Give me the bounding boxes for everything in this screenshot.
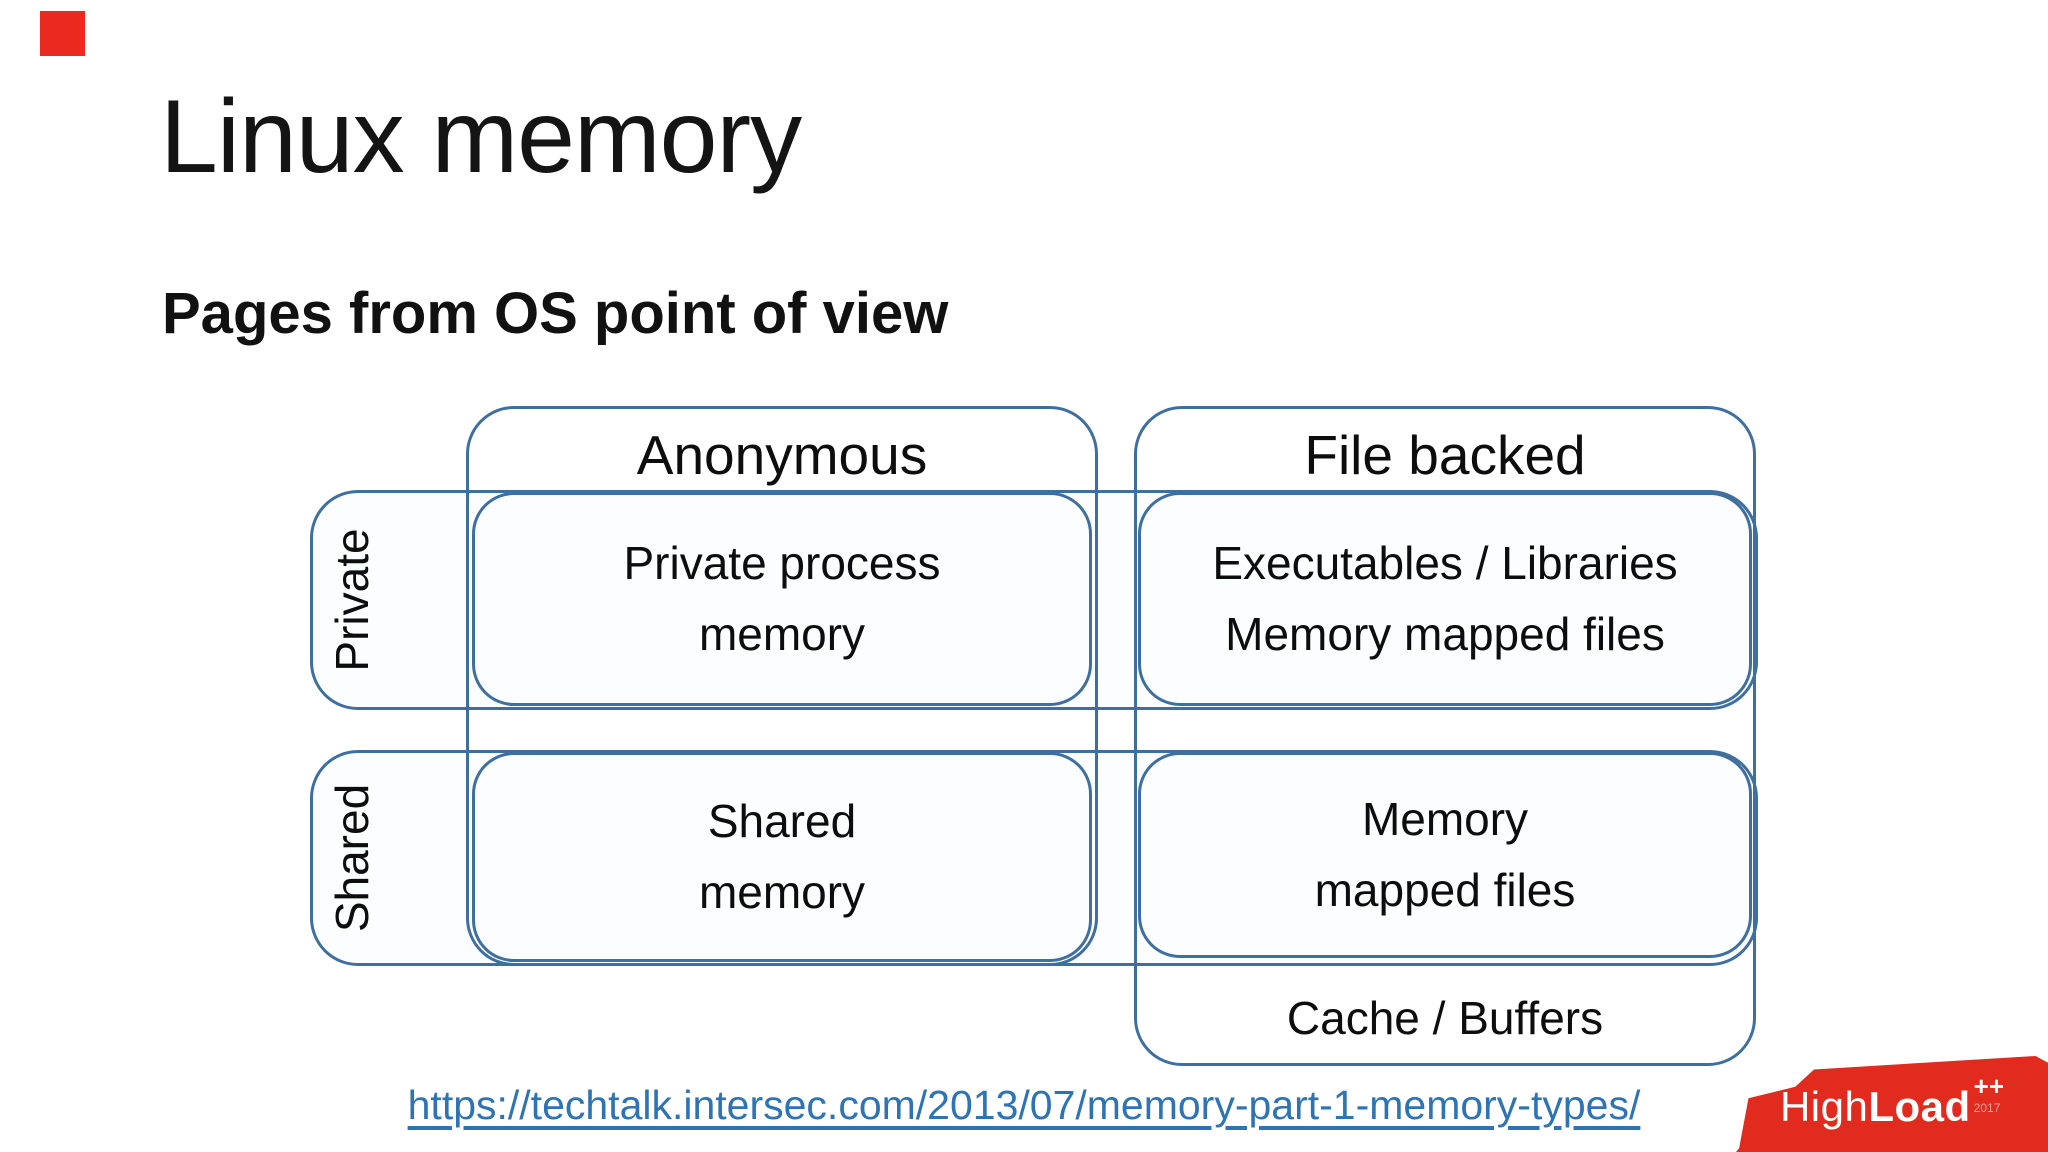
cell-file-backed-private: Executables / Libraries Memory mapped fi… bbox=[1138, 492, 1752, 706]
logo-brand-bold: Load bbox=[1868, 1083, 1971, 1130]
cell-anonymous-private-line1: Private process bbox=[623, 536, 941, 589]
footer-link-bar: https://techtalk.intersec.com/2013/07/me… bbox=[0, 1082, 2048, 1129]
page-subtitle: Pages from OS point of view bbox=[162, 281, 949, 346]
file-backed-column-box bbox=[1134, 406, 1756, 1066]
cell-file-backed-private-line2: Memory mapped files bbox=[1225, 608, 1665, 660]
cell-anonymous-private: Private process memory bbox=[472, 492, 1092, 706]
cell-file-backed-shared: Memory mapped files bbox=[1138, 752, 1752, 958]
column-header-file-backed: File backed bbox=[1134, 412, 1756, 498]
anonymous-column-box bbox=[466, 406, 1098, 966]
column-header-anonymous: Anonymous bbox=[466, 412, 1098, 498]
private-row-box bbox=[310, 490, 1758, 710]
red-square-marker bbox=[40, 11, 85, 56]
shared-row-box bbox=[310, 750, 1758, 966]
cell-file-backed-cache-buffers: Cache / Buffers bbox=[1134, 986, 1756, 1050]
logo-suffix-block: ++ 2017 bbox=[1974, 1073, 2004, 1114]
cell-anonymous-shared-line1: Shared bbox=[707, 794, 857, 847]
logo-year: 2017 bbox=[1973, 1101, 2001, 1115]
cache-buffers-label: Cache / Buffers bbox=[1286, 992, 1604, 1044]
source-link[interactable]: https://techtalk.intersec.com/2013/07/me… bbox=[407, 1082, 1641, 1128]
cell-anonymous-shared: Shared memory bbox=[472, 752, 1092, 962]
logo-plus-plus: ++ bbox=[1973, 1071, 2005, 1101]
column-header-anonymous-label: Anonymous bbox=[636, 424, 928, 486]
logo-brand-light: High bbox=[1779, 1083, 1869, 1130]
column-header-file-backed-label: File backed bbox=[1304, 424, 1586, 486]
cell-file-backed-shared-line1: Memory bbox=[1361, 792, 1529, 845]
cell-file-backed-private-line1: Executables / Libraries bbox=[1212, 536, 1678, 589]
cell-anonymous-private-line2: memory bbox=[698, 608, 866, 660]
cell-file-backed-shared-line2: mapped files bbox=[1314, 864, 1576, 916]
cell-anonymous-shared-line2: memory bbox=[698, 866, 866, 918]
page-title: Linux memory bbox=[160, 79, 802, 195]
row-label-shared: Shared bbox=[326, 783, 378, 933]
row-label-private: Private bbox=[326, 528, 378, 672]
